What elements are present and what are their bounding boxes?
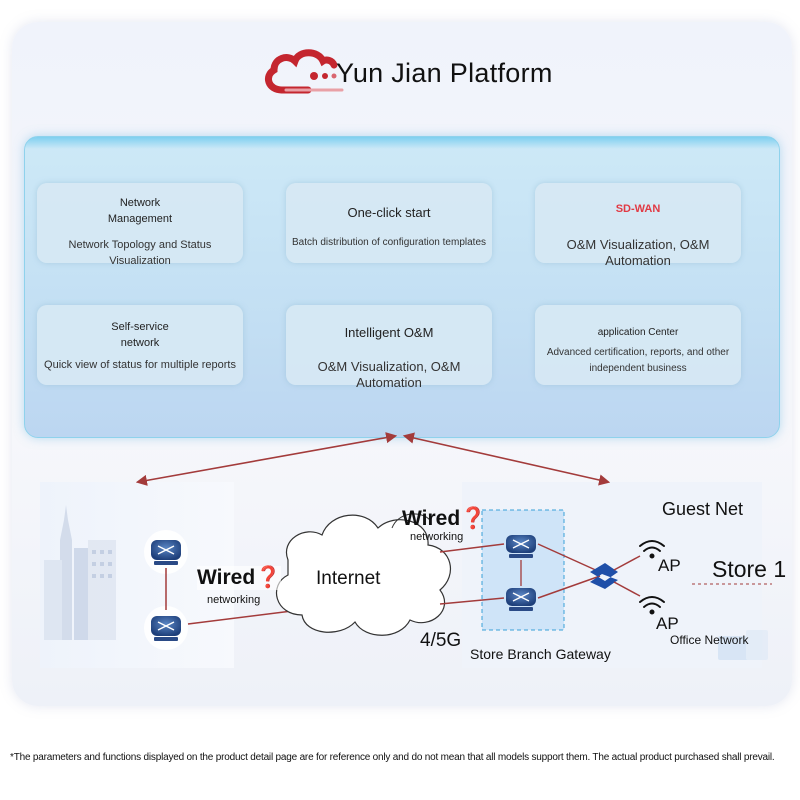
feature-description: O&M Visualization, O&M Automation (317, 359, 461, 390)
wired-right-sublabel: networking (410, 531, 464, 543)
wifi-ap-1-icon (639, 540, 665, 559)
feature-description: O&M Visualization, O&M Automation (566, 237, 710, 268)
internet-label: Internet (316, 568, 381, 589)
guest-net-label: Guest Net (662, 499, 744, 519)
ap-1-label: AP (658, 556, 681, 575)
ap-2-label: AP (656, 614, 679, 633)
feature-heading: Intelligent O&M (344, 325, 434, 340)
feature-one-click-start[interactable]: One-click start Batch distribution of co… (286, 183, 492, 263)
wifi-ap-2-icon (639, 596, 665, 615)
wired-left-label: Wired❓ (197, 566, 282, 590)
feature-heading: SD-WAN (615, 203, 661, 215)
feature-self-service-network[interactable]: Self-service network Quick view of statu… (37, 305, 243, 385)
gateway-label: Store Branch Gateway (470, 646, 611, 662)
gateway-router-1-icon (506, 535, 536, 558)
cloud-logo-icon (264, 49, 344, 94)
cellular-link (439, 597, 505, 605)
feature-network-management[interactable]: Network Management Network Topology and … (37, 183, 243, 267)
feature-application-center[interactable]: application Center Advanced certificatio… (535, 305, 741, 385)
link-arrow-right (402, 432, 611, 486)
page-title: Yun Jian Platform (336, 58, 553, 88)
access-switch-icon (590, 563, 618, 589)
panel-glow (25, 137, 779, 149)
office-network-label: Office Network (670, 633, 749, 647)
hq-router-icon (144, 606, 188, 650)
feature-heading: Network Management (107, 197, 173, 225)
wired-left-sublabel: networking (207, 594, 261, 606)
feature-intelligent-om[interactable]: Intelligent O&M O&M Visualization, O&M A… (286, 305, 492, 390)
feature-heading: Self-service network (111, 321, 169, 349)
hq-uplink (187, 609, 301, 625)
disclaimer-text: *The parameters and functions displayed … (10, 752, 775, 763)
feature-description: Batch distribution of configuration temp… (292, 237, 486, 248)
wired-link-right (439, 543, 505, 553)
feature-description: Quick view of status for multiple report… (44, 359, 236, 371)
feature-sd-wan[interactable]: SD-WAN O&M Visualization, O&M Automation (535, 183, 741, 268)
internet-cloud (276, 514, 451, 636)
office-computers-icon (718, 630, 768, 660)
gateway-router-2-icon (506, 588, 536, 611)
feature-description: Network Topology and Status Visualizatio… (68, 239, 212, 267)
feature-description: Advanced certification, reports, and oth… (546, 347, 730, 374)
hq-core-switch-icon (144, 530, 188, 574)
cellular-label: 4/5G (420, 630, 462, 651)
wired-right-label: Wired❓ (402, 507, 487, 530)
gateway-group (481, 509, 565, 631)
store-label: Store 1 (712, 556, 787, 582)
feature-heading: application Center (597, 327, 679, 338)
feature-heading: One-click start (347, 205, 431, 220)
link-arrow-left (135, 432, 398, 486)
skyscraper-icon (44, 505, 116, 640)
